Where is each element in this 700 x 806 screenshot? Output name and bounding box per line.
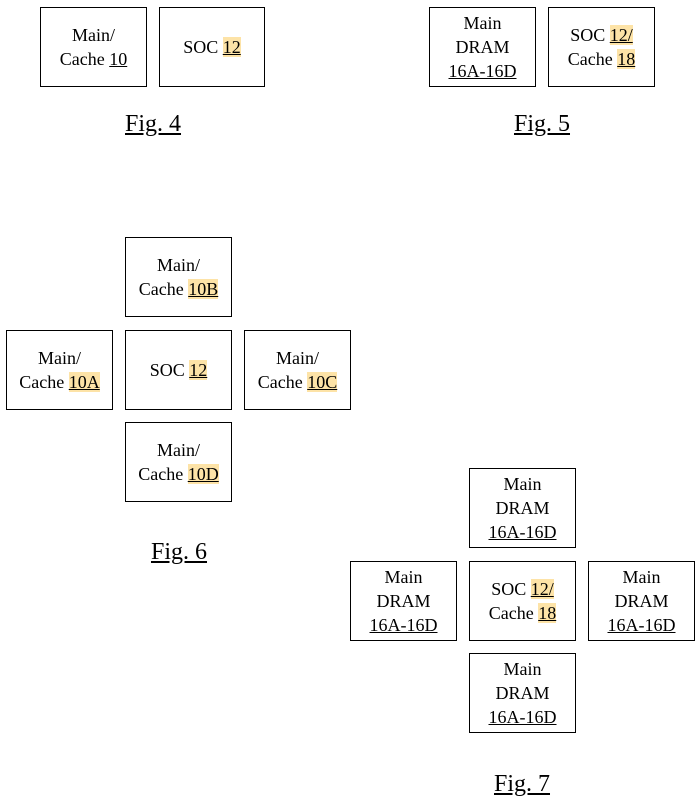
box-label: Main (503, 474, 542, 494)
box-label: Cache (19, 372, 69, 392)
reference-numeral: 12/ (530, 579, 554, 599)
box-label: DRAM (495, 498, 550, 518)
box-label: Main (384, 567, 423, 587)
box-label: Main/ (72, 25, 115, 45)
reference-numeral: 10B (188, 279, 219, 299)
box-label: Main/ (276, 348, 319, 368)
reference-numeral: 18 (538, 603, 557, 623)
box-label: Cache (59, 49, 110, 69)
box-label: Main (622, 567, 661, 587)
box-label: DRAM (455, 37, 510, 57)
fig7-main-dram-top-box: Main DRAM 16A-16D (469, 468, 576, 548)
box-label: SOC (570, 25, 610, 45)
fig4-caption: Fig. 4 (124, 111, 182, 137)
box-label: DRAM (614, 591, 669, 611)
fig5-soc-cache-box: SOC 12/ Cache 18 (548, 7, 655, 87)
reference-numeral: 18 (617, 49, 636, 69)
fig7-main-dram-right-box: Main DRAM 16A-16D (588, 561, 695, 641)
fig6-soc-box: SOC 12 (125, 330, 232, 410)
reference-numeral: 10A (68, 372, 100, 392)
box-label: DRAM (495, 683, 550, 703)
fig6-main-cache-top-box: Main/ Cache 10B (125, 237, 232, 317)
fig7-caption: Fig. 7 (493, 771, 551, 797)
reference-numeral: 16A-16D (488, 522, 557, 542)
reference-numeral: 12/ (609, 25, 633, 45)
reference-numeral: 12 (189, 360, 208, 380)
reference-numeral: 12 (222, 37, 241, 57)
box-label: Cache (567, 49, 618, 69)
reference-numeral: 16A-16D (607, 615, 676, 635)
reference-numeral: 10 (109, 49, 128, 69)
fig6-main-cache-bottom-box: Main/ Cache 10D (125, 422, 232, 502)
box-label: Cache (488, 603, 539, 623)
fig7-main-dram-bottom-box: Main DRAM 16A-16D (469, 653, 576, 733)
box-label: SOC (149, 360, 190, 380)
reference-numeral: 16A-16D (369, 615, 438, 635)
fig5-main-dram-box: Main DRAM 16A-16D (429, 7, 536, 87)
fig7-soc-cache-box: SOC 12/ Cache 18 (469, 561, 576, 641)
fig4-soc-box: SOC 12 (159, 7, 265, 87)
fig7-main-dram-left-box: Main DRAM 16A-16D (350, 561, 457, 641)
box-label: Main/ (38, 348, 81, 368)
reference-numeral: 10C (307, 372, 338, 392)
box-label: SOC (491, 579, 531, 599)
reference-numeral: 16A-16D (488, 707, 557, 727)
fig6-caption: Fig. 6 (150, 539, 208, 565)
box-label: SOC (183, 37, 223, 57)
box-label: Main/ (157, 255, 200, 275)
box-label: Main (503, 659, 542, 679)
fig5-caption: Fig. 5 (513, 111, 571, 137)
box-label: Main (463, 13, 502, 33)
box-label: Cache (257, 372, 308, 392)
reference-numeral: 10D (187, 464, 219, 484)
fig6-main-cache-right-box: Main/ Cache 10C (244, 330, 351, 410)
fig4-main-cache-box: Main/ Cache 10 (40, 7, 147, 87)
fig6-main-cache-left-box: Main/ Cache 10A (6, 330, 113, 410)
reference-numeral: 16A-16D (448, 61, 517, 81)
box-label: Cache (138, 279, 189, 299)
box-label: Cache (138, 464, 188, 484)
box-label: DRAM (376, 591, 431, 611)
box-label: Main/ (157, 440, 200, 460)
